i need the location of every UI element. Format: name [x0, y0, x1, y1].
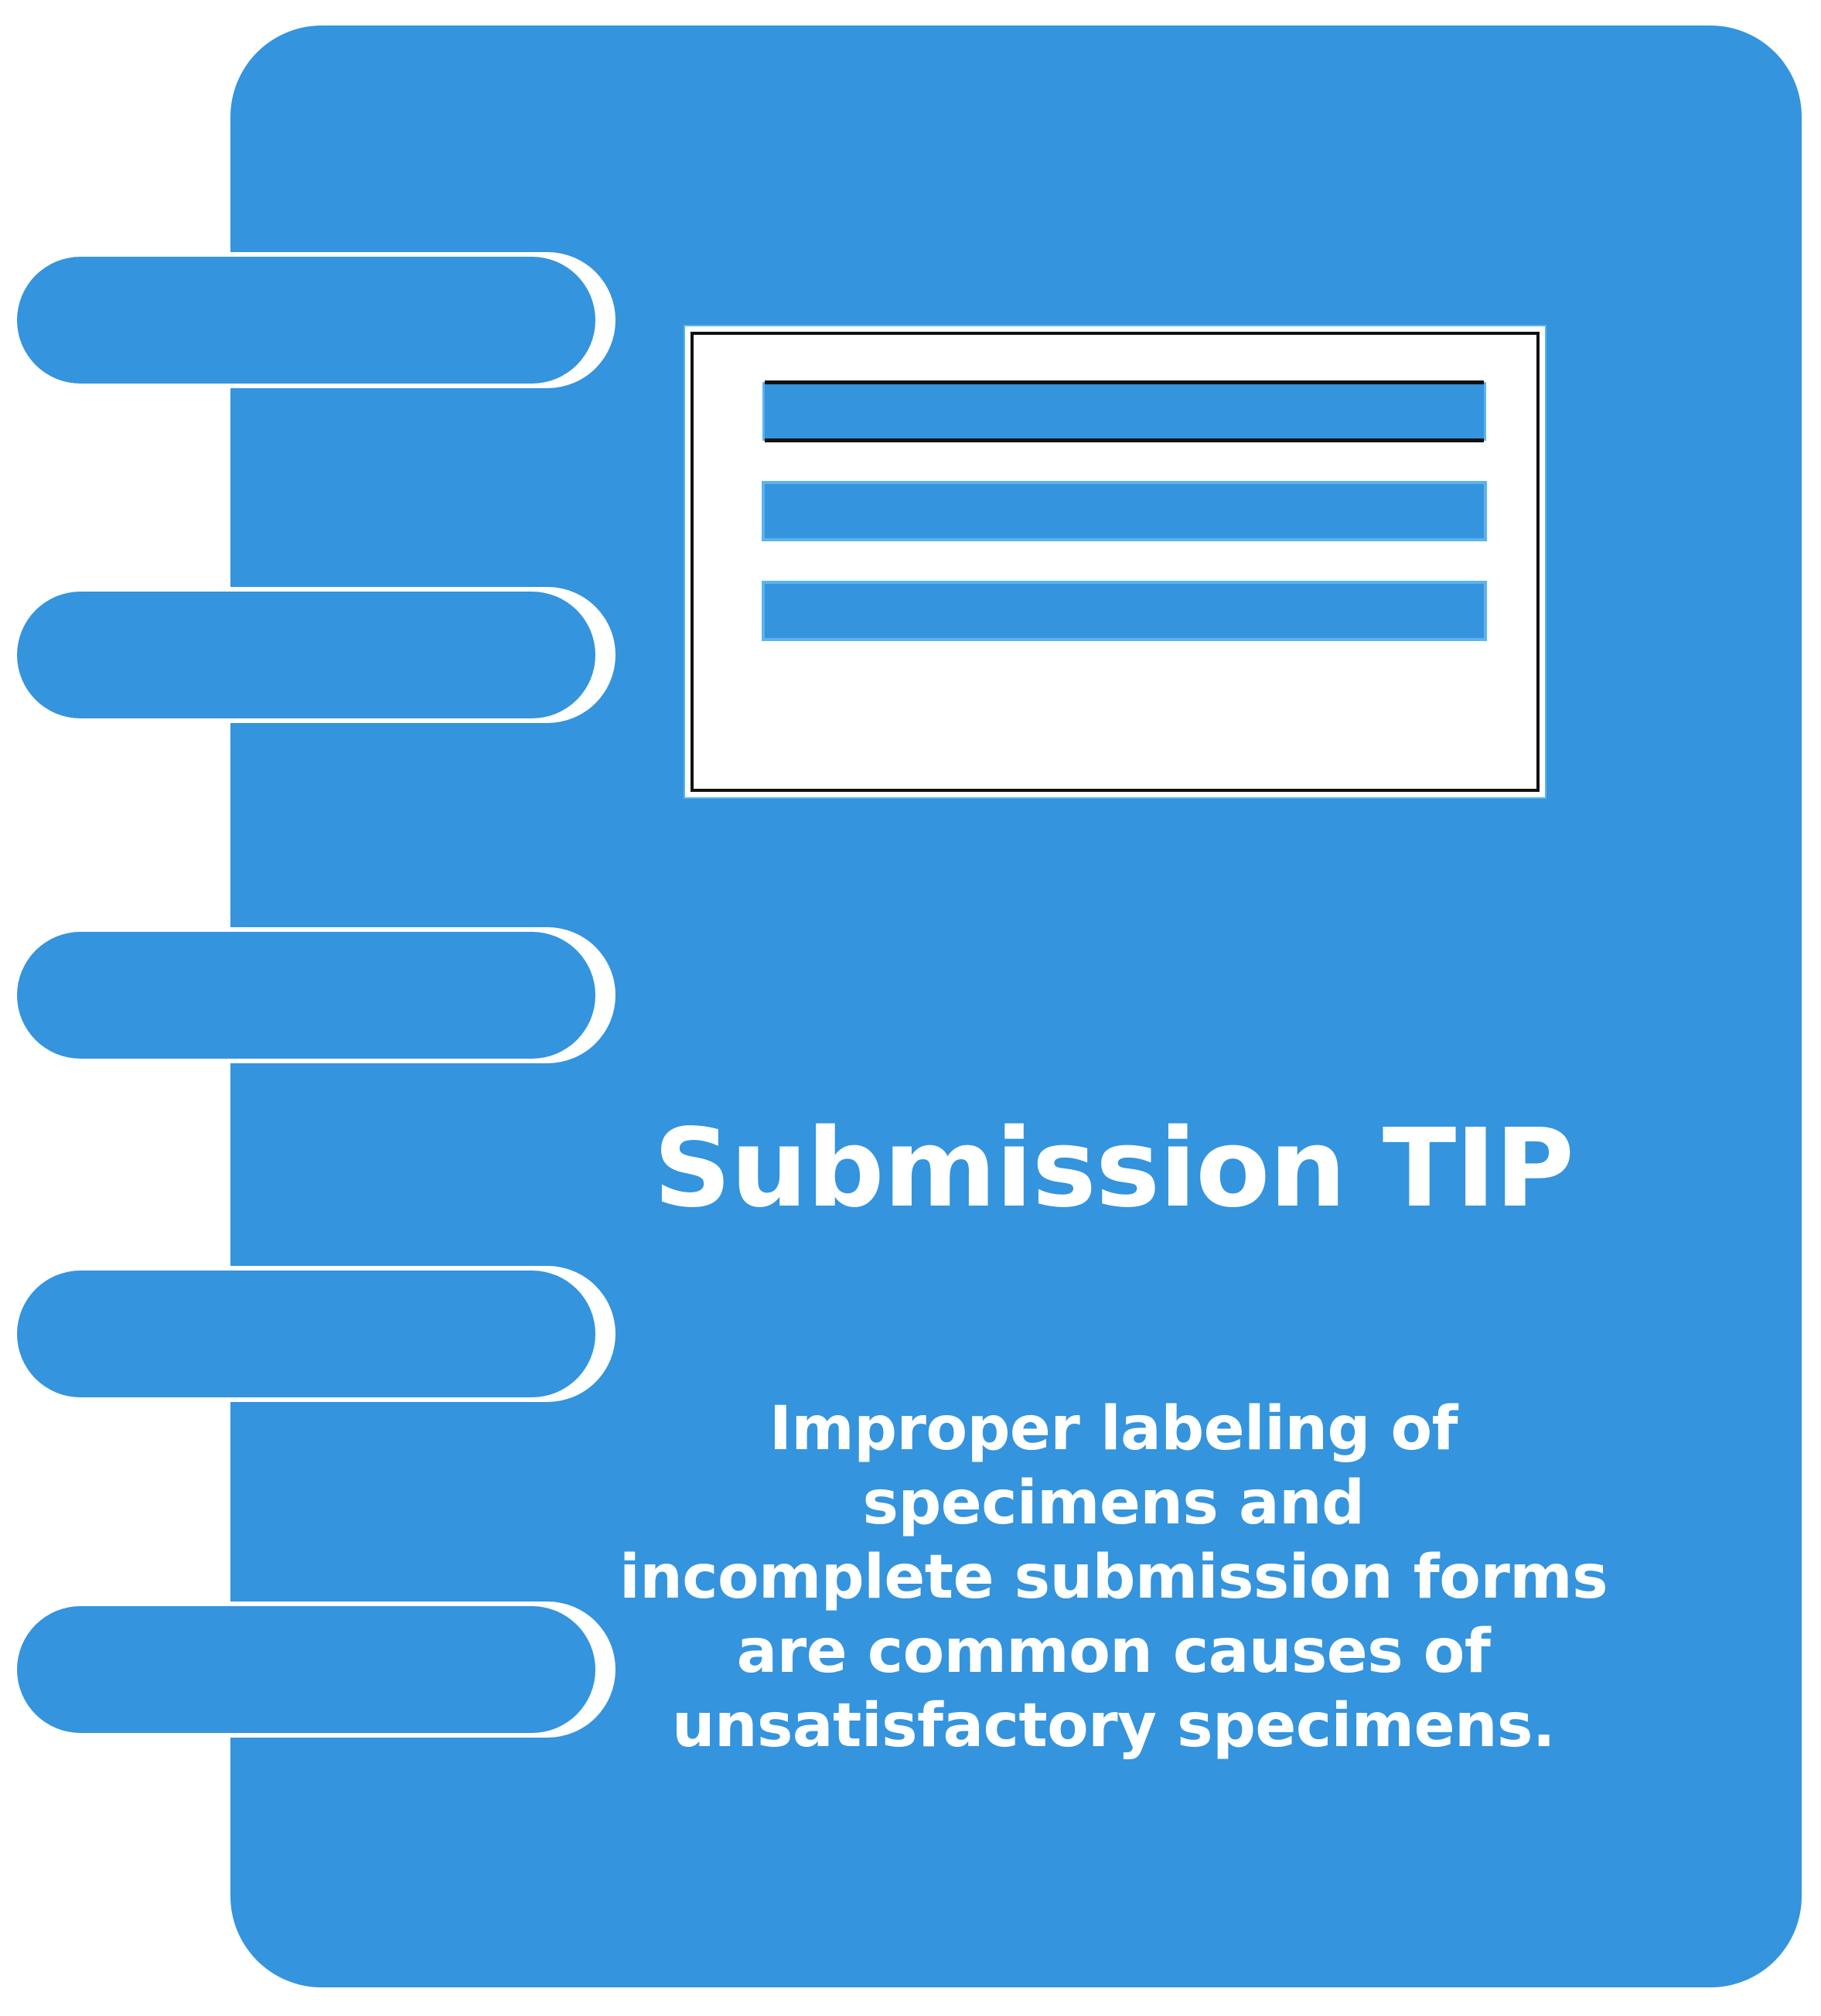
binding-ring-2: [11, 587, 616, 723]
binding-ring-2-fill: [17, 592, 595, 718]
page-title: Submission TIP: [653, 1106, 1574, 1232]
tip-body-line-5: unsatisfactory specimens.: [671, 1691, 1556, 1761]
binding-ring-4-fill: [17, 1271, 595, 1397]
binding-ring-4: [11, 1266, 616, 1402]
submission-form-icon-lines: [765, 384, 1484, 638]
form-line-3: [765, 584, 1484, 638]
binding-ring-1: [11, 252, 616, 388]
tip-body-line-4: are common causes of: [736, 1617, 1491, 1687]
tip-body-line-3: incomplete submission forms: [619, 1543, 1608, 1612]
tip-body-line-2: specimens and: [862, 1469, 1365, 1538]
tip-body-text: Improper labeling of specimens and incom…: [433, 1392, 1794, 1763]
submission-form-icon-page: [691, 332, 1540, 792]
binding-ring-3-fill: [17, 932, 595, 1059]
binding-ring-5-fill: [17, 1606, 595, 1733]
binding-ring-1-fill: [17, 257, 595, 384]
form-line-2: [765, 484, 1484, 538]
form-line-1: [765, 384, 1484, 438]
binding-ring-3: [11, 927, 616, 1063]
submission-form-icon: [685, 326, 1545, 797]
binding-ring-5: [11, 1602, 616, 1738]
tip-body-line-1: Improper labeling of: [769, 1394, 1458, 1464]
